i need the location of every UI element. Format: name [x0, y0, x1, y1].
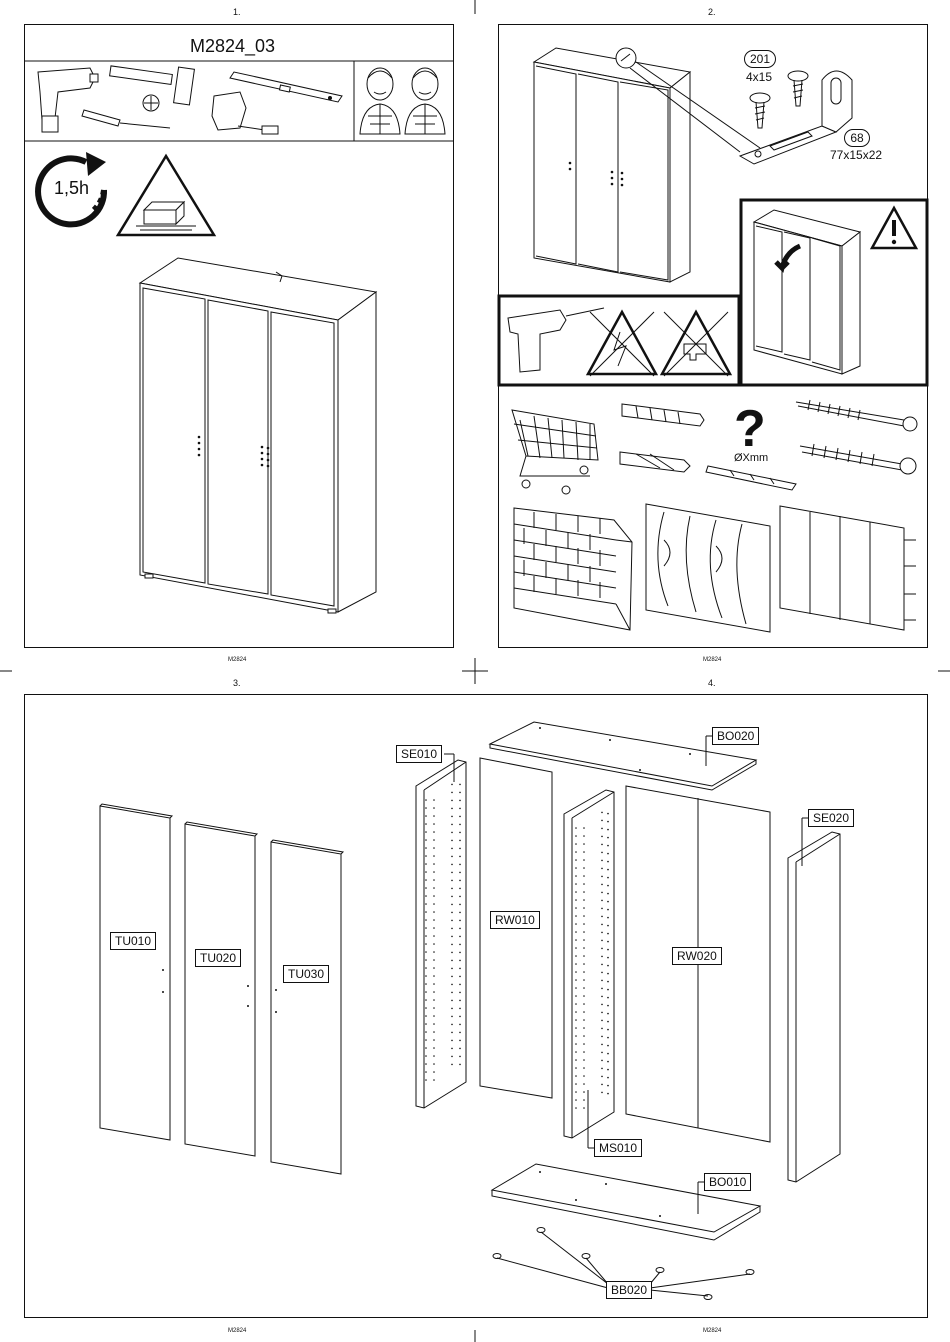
part-label-bo010: BO010: [704, 1173, 751, 1191]
part-label-rw020: RW020: [672, 947, 722, 965]
part-label-tu030: TU030: [283, 965, 329, 983]
part-label-tu020: TU020: [195, 949, 241, 967]
footer-code-3: M2824: [228, 1328, 246, 1334]
part-label-bo020: BO020: [712, 727, 759, 745]
part-label-rw010: RW010: [490, 911, 540, 929]
part-label-bb020: BB020: [606, 1281, 652, 1299]
part-label-ms010: MS010: [594, 1139, 642, 1157]
part-label-tu010: TU010: [110, 932, 156, 950]
part-label-se020: SE020: [808, 809, 854, 827]
part-label-se010: SE010: [396, 745, 442, 763]
footer-code-4: M2824: [703, 1328, 721, 1334]
